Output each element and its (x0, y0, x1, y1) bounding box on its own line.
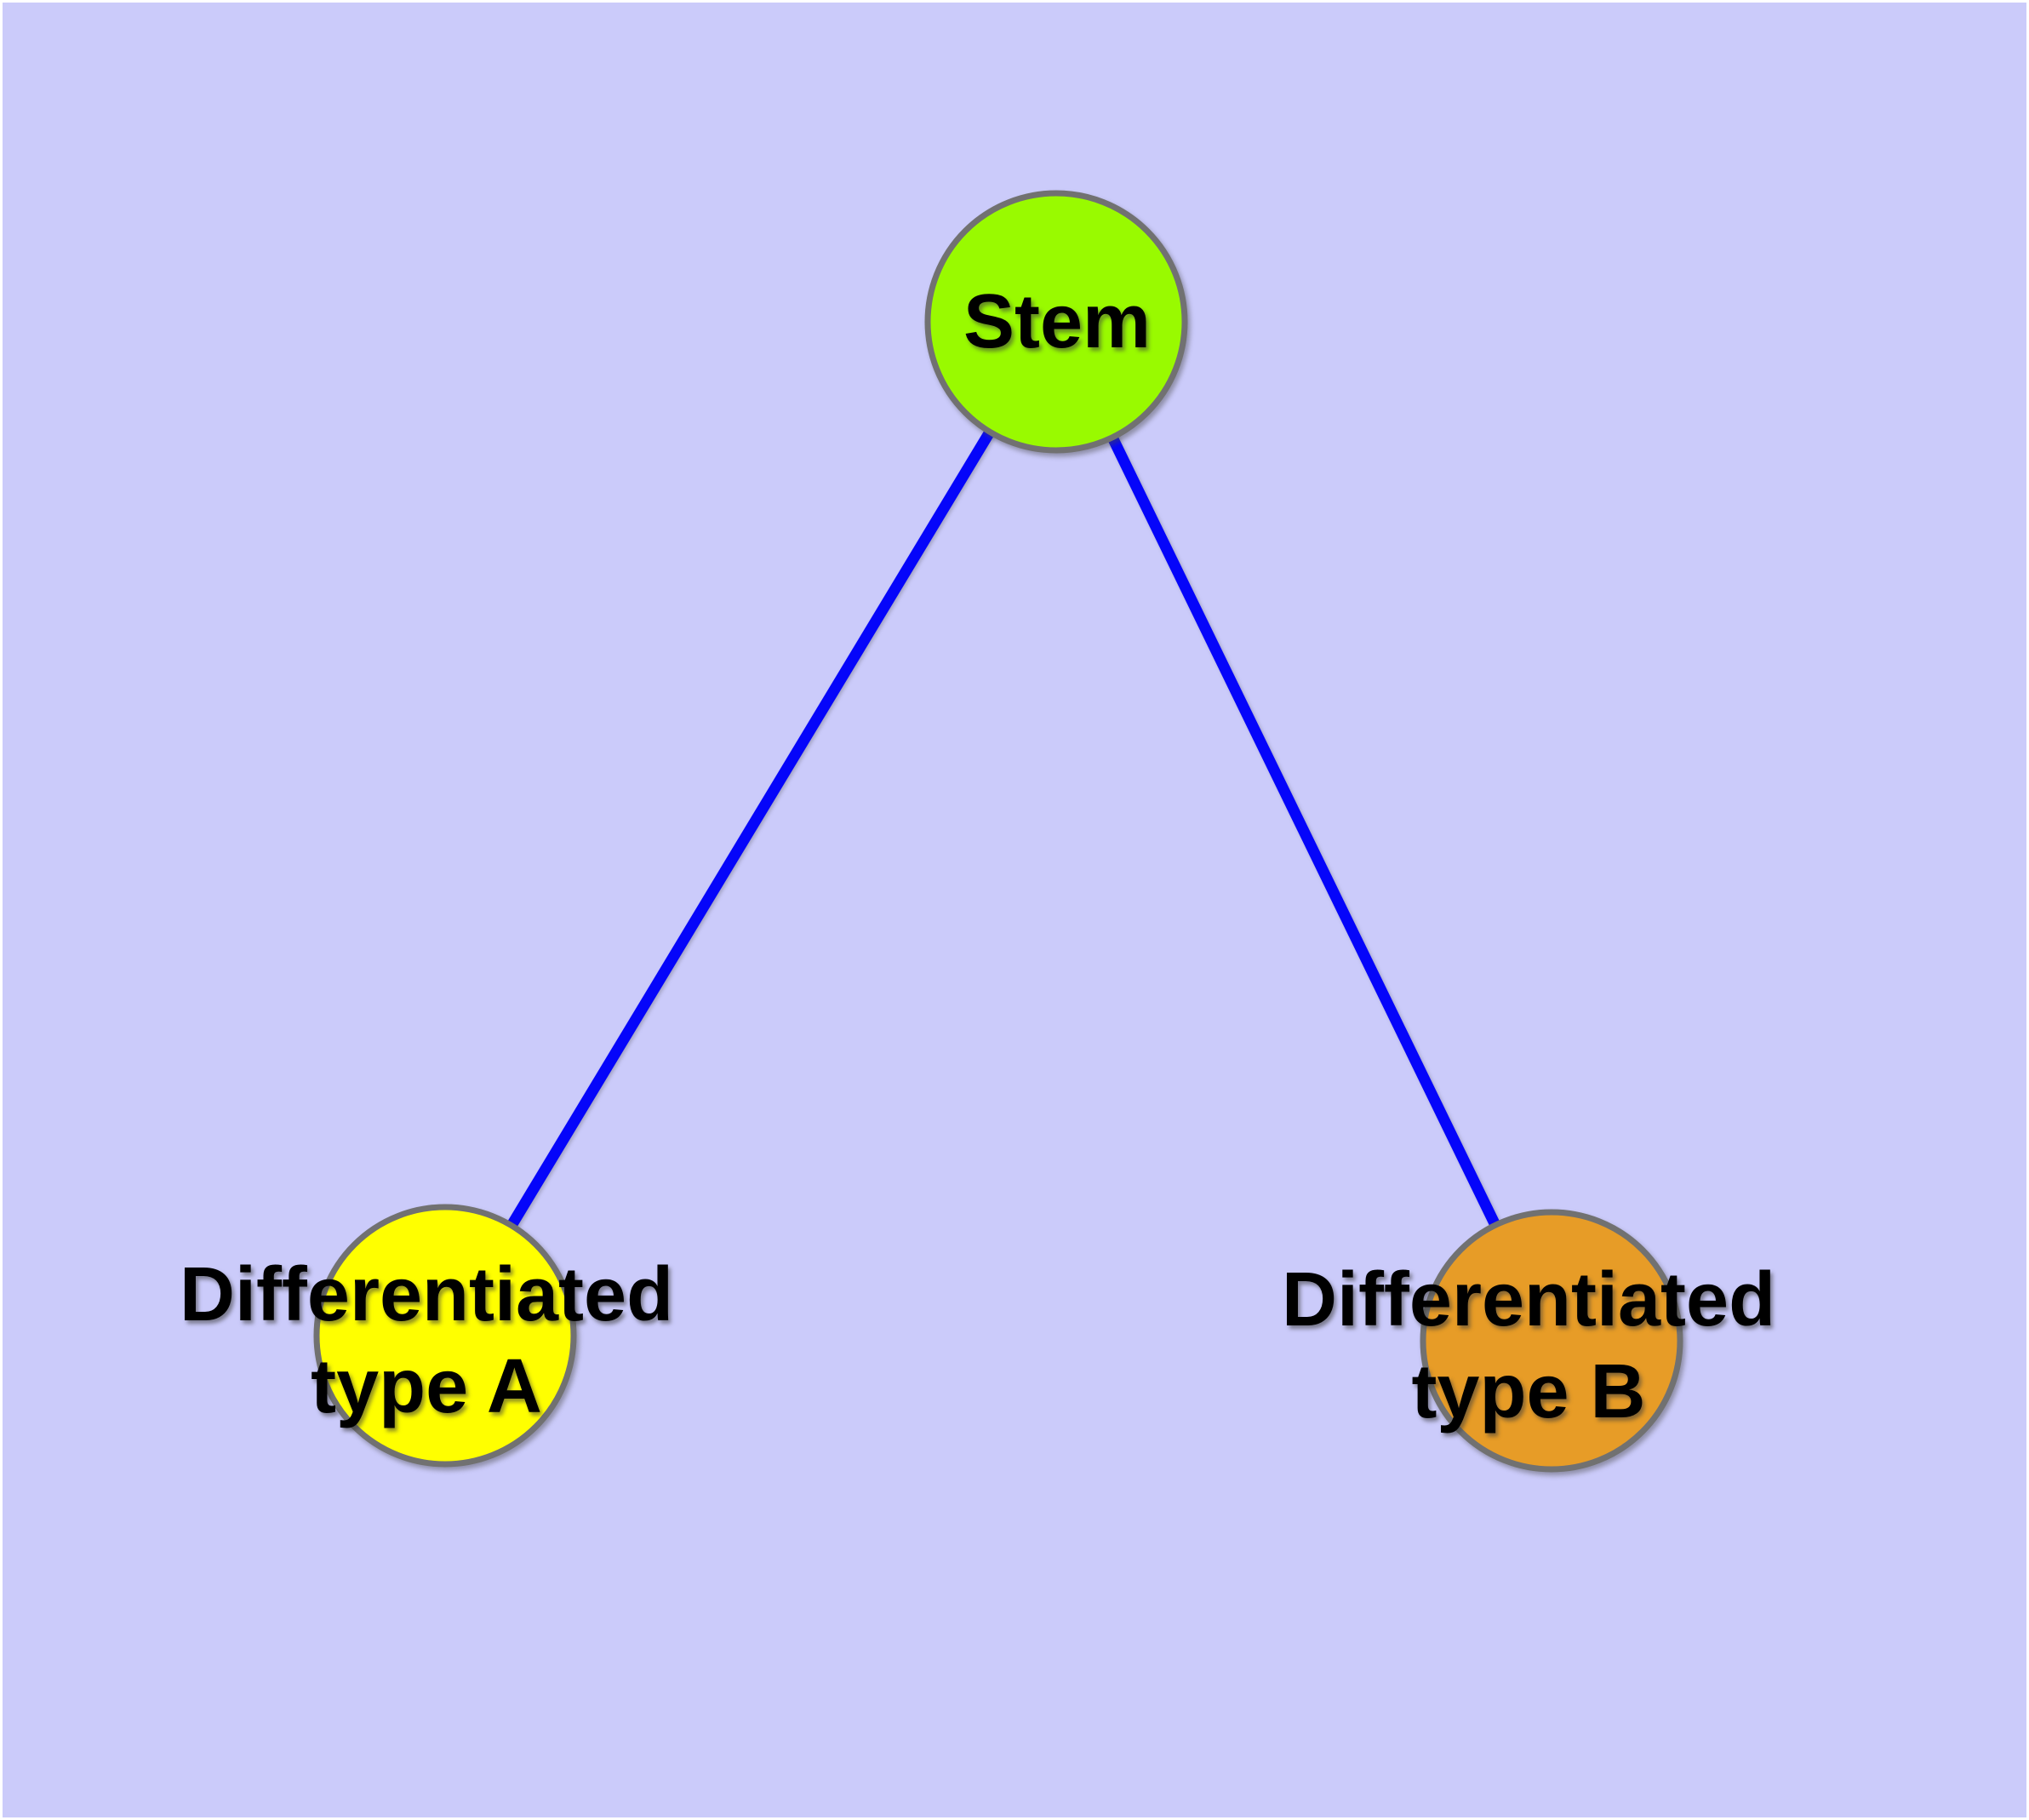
edge-stem-to-differentiated-type-b (1051, 319, 1557, 1343)
node-circle-differentiated-type-a (313, 1204, 577, 1468)
cell-differentiation-graph (313, 190, 1683, 1473)
node-circle-stem (924, 190, 1188, 454)
edge-stem-to-differentiated-type-a (440, 318, 1061, 1339)
node-circle-differentiated-type-b (1420, 1209, 1683, 1473)
